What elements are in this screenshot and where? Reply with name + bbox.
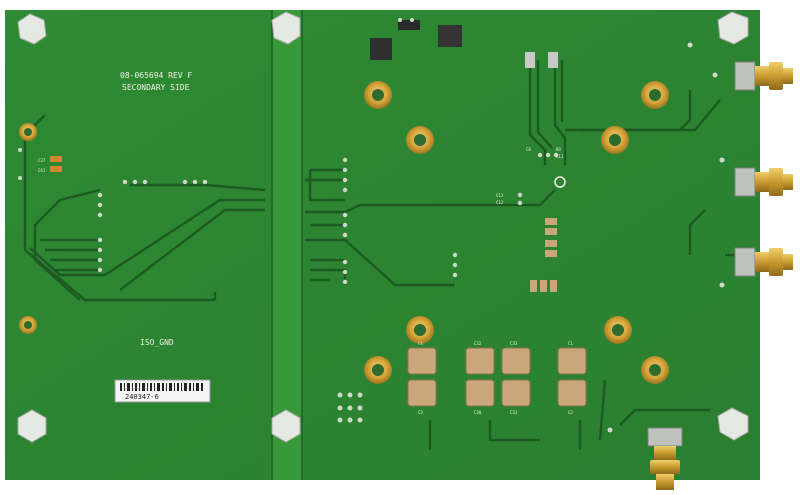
smd-pads bbox=[370, 20, 558, 68]
label-c2: C2 bbox=[568, 410, 573, 415]
label-r11: R11 bbox=[556, 154, 564, 159]
isolation-strip bbox=[272, 10, 302, 480]
label-c12: C12 bbox=[496, 200, 504, 205]
capacitor-array bbox=[407, 347, 587, 407]
sma-connector-bottom bbox=[647, 427, 683, 490]
label-c8: C8 bbox=[526, 147, 531, 152]
side-label: SECONDARY SIDE bbox=[122, 83, 190, 92]
label-r9: R9 bbox=[556, 147, 561, 152]
label-c13: C13 bbox=[496, 193, 504, 198]
ground-label: ISO_GND bbox=[140, 338, 174, 347]
label-c37: C37 bbox=[38, 158, 46, 163]
barcode bbox=[120, 383, 203, 391]
label-c4: C4 bbox=[418, 341, 423, 346]
gold-mounting-pads bbox=[19, 81, 669, 384]
sma-connector-right-bottom bbox=[734, 247, 793, 277]
serial-label: 240347-6 bbox=[125, 393, 159, 401]
part-number-label: 08-065694 REV F bbox=[120, 71, 192, 80]
sma-connector-right-top bbox=[734, 61, 793, 91]
label-c3: C3 bbox=[418, 410, 423, 415]
label-c41: C41 bbox=[38, 168, 46, 173]
small-smd-components bbox=[50, 156, 566, 292]
label-c32: C32 bbox=[474, 341, 482, 346]
vias bbox=[18, 18, 725, 433]
standoffs bbox=[17, 11, 749, 443]
label-c31: C31 bbox=[510, 410, 518, 415]
label-c1: C1 bbox=[568, 341, 573, 346]
sma-connector-right-middle bbox=[734, 167, 793, 197]
label-c33: C33 bbox=[510, 341, 518, 346]
label-c30: C30 bbox=[474, 410, 482, 415]
